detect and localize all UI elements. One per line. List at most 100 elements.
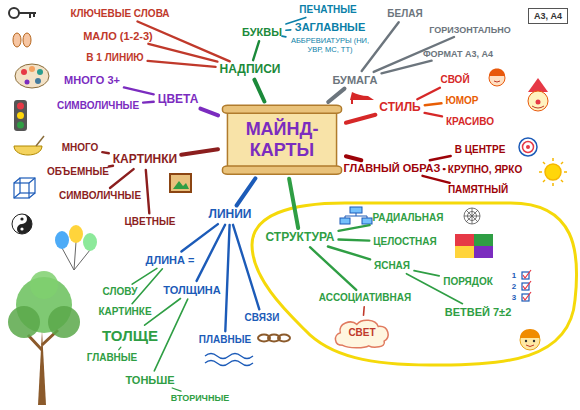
branch-word: ОБЪЕМНЫЕ <box>45 165 111 179</box>
sun-icon <box>539 158 567 186</box>
node-text: МНОГО <box>62 142 99 154</box>
node-text: ГЛАВНЫЙ ОБРАЗ <box>344 162 441 175</box>
node-text: ОБЪЕМНЫЕ <box>47 166 109 178</box>
branch-line <box>339 225 370 231</box>
target-icon <box>519 138 537 156</box>
branch-line <box>132 268 157 284</box>
branch-word: ЦВЕТНЫЕ <box>123 215 178 229</box>
branch-word: ПЕЧАТНЫЕ <box>297 3 358 17</box>
branch-line <box>181 149 218 154</box>
branch-word: ЦЕЛОСТНАЯ <box>371 235 438 249</box>
callout-number: 3 <box>512 294 516 302</box>
branch-word: ПЛАВНЫЕ <box>197 333 253 347</box>
branch-line <box>124 87 154 94</box>
branch-line <box>143 101 154 104</box>
node-text: МАЛО (1-2-3) <box>83 30 153 43</box>
branch-word: СТИЛЬ <box>377 100 422 116</box>
branch-line <box>423 176 450 183</box>
bowl-icon <box>14 136 44 155</box>
shoe-icon <box>350 92 374 104</box>
branch-line <box>328 247 370 260</box>
branch-word: ЯСНАЯ <box>372 259 412 273</box>
node-text: ЛИНИИ <box>209 208 252 222</box>
branch-word: БУМАГА <box>330 73 379 88</box>
branch-line <box>237 178 256 205</box>
branch-line <box>289 179 298 228</box>
node-text: ГОРИЗОНТАЛЬНО <box>429 25 510 35</box>
branch-word: АББРЕВИАТУРЫ (НИ, УВР, МС, ТТ) <box>284 36 376 55</box>
branch-line <box>417 88 440 100</box>
node-text: СТРУКТУРА <box>265 231 334 245</box>
branch-word: БЕЛАЯ <box>385 7 424 21</box>
format-box: А3, А4 <box>528 8 568 24</box>
branch-line <box>282 35 286 37</box>
tree-illustration <box>8 271 80 405</box>
branch-word: В ЦЕНТРЕ <box>453 143 508 157</box>
org-chart-icon <box>340 207 372 224</box>
branch-word: СВОЙ <box>438 73 471 87</box>
spider-web-icon <box>464 208 480 224</box>
branch-word: ГОРИЗОНТАЛЬНО <box>427 24 512 36</box>
branch-word: ГЛАВНЫЙ ОБРАЗ <box>342 161 443 176</box>
branch-word: ЗАГЛАВНЫЕ <box>293 20 367 35</box>
picture-frame-icon <box>170 174 191 192</box>
branch-word: СИМВОЛИЧНЫЕ <box>55 99 141 113</box>
clown-icon <box>528 78 548 111</box>
girl-face-icon <box>520 329 540 350</box>
node-text: ТОЛЩЕ <box>102 327 158 344</box>
branch-line <box>233 225 259 309</box>
cloud-node: СВЕТ <box>332 317 391 349</box>
key-icon <box>9 8 36 18</box>
cube-icon <box>14 178 35 198</box>
branch-word: ТОЛЩЕ <box>100 326 160 345</box>
node-text: АББРЕВИАТУРЫ (НИ, УВР, МС, ТТ) <box>286 37 374 54</box>
branch-line <box>430 156 451 160</box>
branch-word: ГЛАВНЫЕ <box>85 351 140 365</box>
branch-word: НАДПИСИ <box>218 62 283 78</box>
branch-word: ПАМЯТНЫЙ <box>446 183 510 197</box>
node-text: ПОРЯДОК <box>443 276 493 288</box>
branch-word: БУКВЫ <box>240 25 284 40</box>
branch-word: ВЕТВЕЙ 7±2 <box>443 305 514 320</box>
branch-word: ДЛИНА = <box>144 253 197 268</box>
branch-word: В 1 ЛИНИЮ <box>84 51 145 65</box>
branch-line <box>200 109 218 116</box>
branch-line <box>425 103 442 105</box>
branch-line <box>148 44 217 62</box>
branch-line <box>363 307 365 316</box>
branch-word: СВЯЗИ <box>243 311 282 325</box>
branch-line <box>109 164 113 167</box>
branch-word: ЦВЕТА <box>156 92 201 108</box>
node-text: СЛОВУ <box>103 286 138 298</box>
node-text: КРУПНО, ЯРКО <box>448 164 522 176</box>
branch-word: СТРУКТУРА <box>263 230 336 246</box>
node-text: БУКВЫ <box>242 26 282 39</box>
node-text: МАЙНД- КАРТЫ <box>234 119 330 160</box>
branch-word: ТОНЬШЕ <box>123 373 176 388</box>
branch-line <box>110 169 134 188</box>
branch-line <box>443 168 446 170</box>
branch-line <box>310 247 356 290</box>
branch-line <box>414 271 439 276</box>
structure-outline <box>252 203 577 365</box>
node-text: КРАСИВО <box>446 116 494 128</box>
node-text: КАРТИНКИ <box>113 153 177 167</box>
node-text: А3, А4 <box>534 11 562 21</box>
node-text: РАДИАЛЬНАЯ <box>373 212 444 224</box>
branch-line <box>382 61 432 74</box>
branch-word: МНОГО <box>60 141 101 155</box>
node-text: ВЕТВЕЙ 7±2 <box>445 306 512 319</box>
branch-word: АССОЦИАТИВНАЯ <box>317 291 413 305</box>
node-text: В 1 ЛИНИЮ <box>86 52 143 64</box>
node-text: СВОЙ <box>440 74 469 86</box>
node-text: СВЯЗИ <box>245 312 280 324</box>
branch-word: РАДИАЛЬНАЯ <box>371 211 446 225</box>
branch-word: ЮМОР <box>443 94 480 108</box>
node-text: МНОГО 3+ <box>64 74 120 87</box>
branch-word: КРАСИВО <box>444 115 496 129</box>
puzzle-icon <box>455 234 493 258</box>
node-text: НАДПИСИ <box>220 63 281 77</box>
node-text: В ЦЕНТРЕ <box>455 144 506 156</box>
branch-line <box>119 347 121 350</box>
